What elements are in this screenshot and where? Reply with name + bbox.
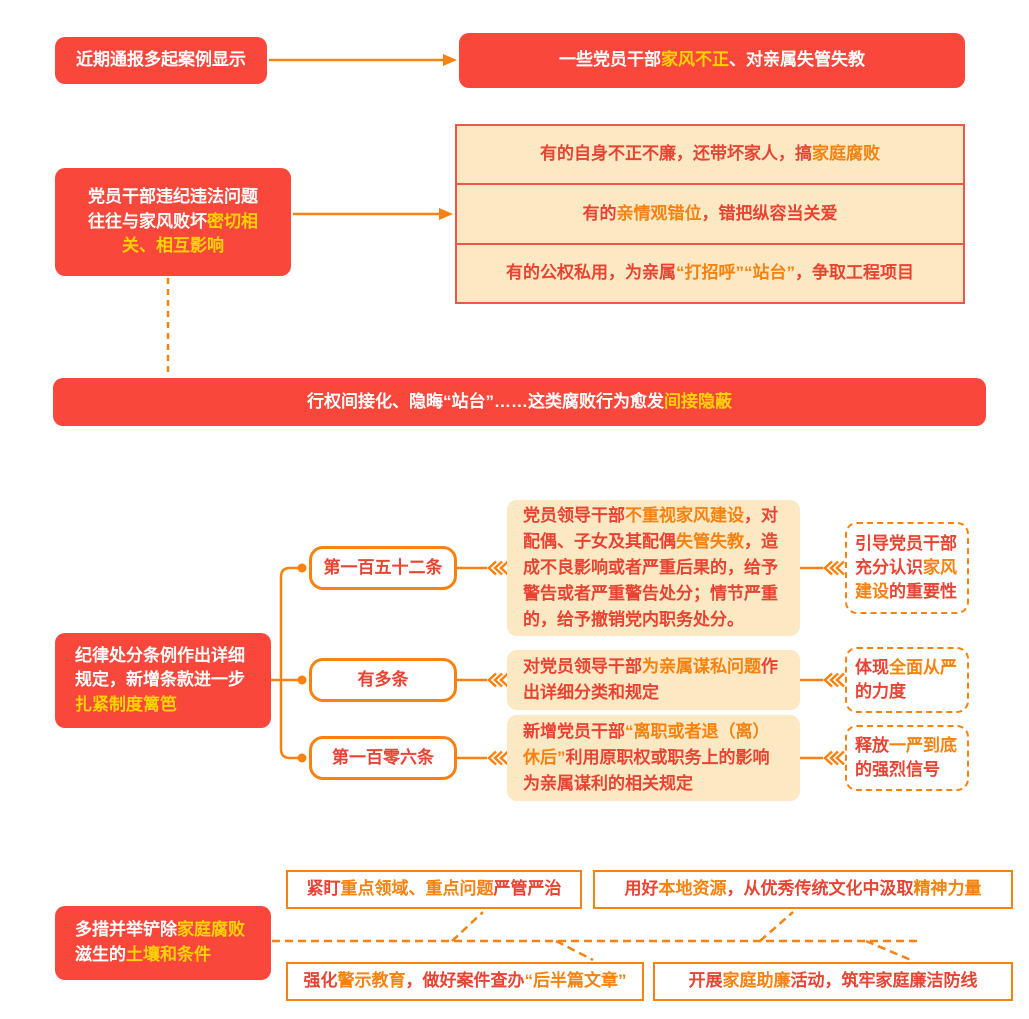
article-label-multiple-text: 有多条 — [357, 669, 409, 689]
branch-dot-icon — [297, 753, 307, 763]
chevron-arrow-icon — [800, 560, 845, 576]
measure-box-2: 用好本地资源，从优秀传统文化中汲取精神力量 — [593, 870, 1013, 909]
chevron-arrow-icon — [457, 672, 509, 688]
measures-intro-text: 多措并举铲除家庭腐败滋生的土壤和条件 — [75, 920, 245, 964]
note-box-2: 体现全面从严的力度 — [845, 647, 969, 713]
article-106-content-text: 新增党员干部“离职或者退（离）休后”利用原职权或职务上的影响为亲属谋利的相关规定 — [523, 722, 770, 793]
cause-box: 党员干部违纪违法问题往往与家风败坏密切相关、相互影响 — [55, 168, 291, 276]
article-multiple-content-text: 对党员领导干部为亲属谋私问题作出详细分类和规定 — [523, 657, 778, 702]
example-3-text: 有的公权私用，为亲属“打招呼”“站台”，争取工程项目 — [506, 263, 914, 282]
example-1-text: 有的自身不正不廉，还带坏家人，搞家庭腐败 — [540, 144, 880, 164]
article-label-106: 第一百零六条 — [309, 736, 457, 780]
article-label-152-text: 第一百五十二条 — [323, 557, 443, 577]
branch-dot-icon — [297, 675, 307, 685]
article-multiple-content-box: 对党员领导干部为亲属谋私问题作出详细分类和规定 — [507, 650, 800, 710]
arrow-top-right-icon — [269, 54, 457, 66]
chevron-arrow-icon — [457, 560, 509, 576]
case-source-text: 近期通报多起案例显示 — [76, 50, 246, 70]
chevron-arrow-icon — [800, 672, 845, 688]
note-box-3: 释放一严到底的强烈信号 — [845, 725, 969, 791]
example-row-3: 有的公权私用，为亲属“打招呼”“站台”，争取工程项目 — [457, 242, 963, 302]
finding-box: 一些党员干部家风不正、对亲属失管失教 — [459, 33, 965, 88]
example-2-text: 有的亲情观错位，错把纵容当关爱 — [582, 203, 838, 223]
conclusion-text: 行权间接化、隐晦“站台”……这类腐败行为愈发间接隐蔽 — [307, 391, 732, 411]
note-3-text: 释放一严到底的强烈信号 — [855, 736, 957, 779]
article-label-152: 第一百五十二条 — [309, 546, 457, 590]
regulation-intro-text: 纪律处分条例作出详细规定，新增条款进一步扎紧制度篱笆 — [75, 645, 245, 714]
article-106-content-box: 新增党员干部“离职或者退（离）休后”利用原职权或职务上的影响为亲属谋利的相关规定 — [507, 715, 800, 801]
case-source-box: 近期通报多起案例显示 — [55, 37, 267, 84]
article-152-content-box: 党员领导干部不重视家风建设，对配偶、子女及其配偶失管失教，造成不良影响或者严重后… — [507, 500, 800, 636]
article-label-106-text: 第一百零六条 — [332, 747, 434, 767]
measures-intro-box: 多措并举铲除家庭腐败滋生的土壤和条件 — [55, 906, 271, 980]
measure-box-1: 紧盯重点领域、重点问题严管严治 — [286, 870, 582, 909]
finding-text: 一些党员干部家风不正、对亲属失管失教 — [559, 50, 865, 70]
measure-box-4: 开展家庭助廉活动，筑牢家庭廉洁防线 — [653, 962, 1013, 1001]
measure-box-3: 强化警示教育，做好案件查办“后半篇文章” — [286, 962, 644, 1001]
note-1-text: 引导党员干部充分认识家风建设的重要性 — [855, 534, 957, 601]
conclusion-banner: 行权间接化、隐晦“站台”……这类腐败行为愈发间接隐蔽 — [53, 378, 986, 426]
example-row-2: 有的亲情观错位，错把纵容当关爱 — [457, 183, 963, 242]
article-label-multiple: 有多条 — [309, 658, 457, 702]
note-box-1: 引导党员干部充分认识家风建设的重要性 — [845, 522, 969, 614]
measure-4-text: 开展家庭助廉活动，筑牢家庭廉洁防线 — [688, 971, 978, 991]
note-2-text: 体现全面从严的力度 — [855, 658, 957, 701]
bracket-regulation — [271, 563, 307, 763]
regulation-intro-box: 纪律处分条例作出详细规定，新增条款进一步扎紧制度篱笆 — [55, 633, 271, 728]
cause-text: 党员干部违纪违法问题往往与家风败坏密切相关、相互影响 — [88, 187, 258, 256]
article-152-content-text: 党员领导干部不重视家风建设，对配偶、子女及其配偶失管失教，造成不良影响或者严重后… — [523, 506, 778, 629]
examples-table: 有的自身不正不廉，还带坏家人，搞家庭腐败 有的亲情观错位，错把纵容当关爱 有的公… — [455, 124, 965, 304]
measure-2-text: 用好本地资源，从优秀传统文化中汲取精神力量 — [624, 879, 982, 899]
example-row-1: 有的自身不正不廉，还带坏家人，搞家庭腐败 — [457, 126, 963, 183]
arrow-problem-right-icon — [293, 208, 453, 220]
chevron-arrow-icon — [800, 750, 845, 766]
chevron-arrow-icon — [457, 750, 509, 766]
measure-3-text: 强化警示教育，做好案件查办“后半篇文章” — [303, 971, 627, 991]
dashed-distribution-lines — [272, 911, 918, 962]
measure-1-text: 紧盯重点领域、重点问题严管严治 — [306, 879, 562, 899]
branch-dot-icon — [297, 563, 307, 573]
